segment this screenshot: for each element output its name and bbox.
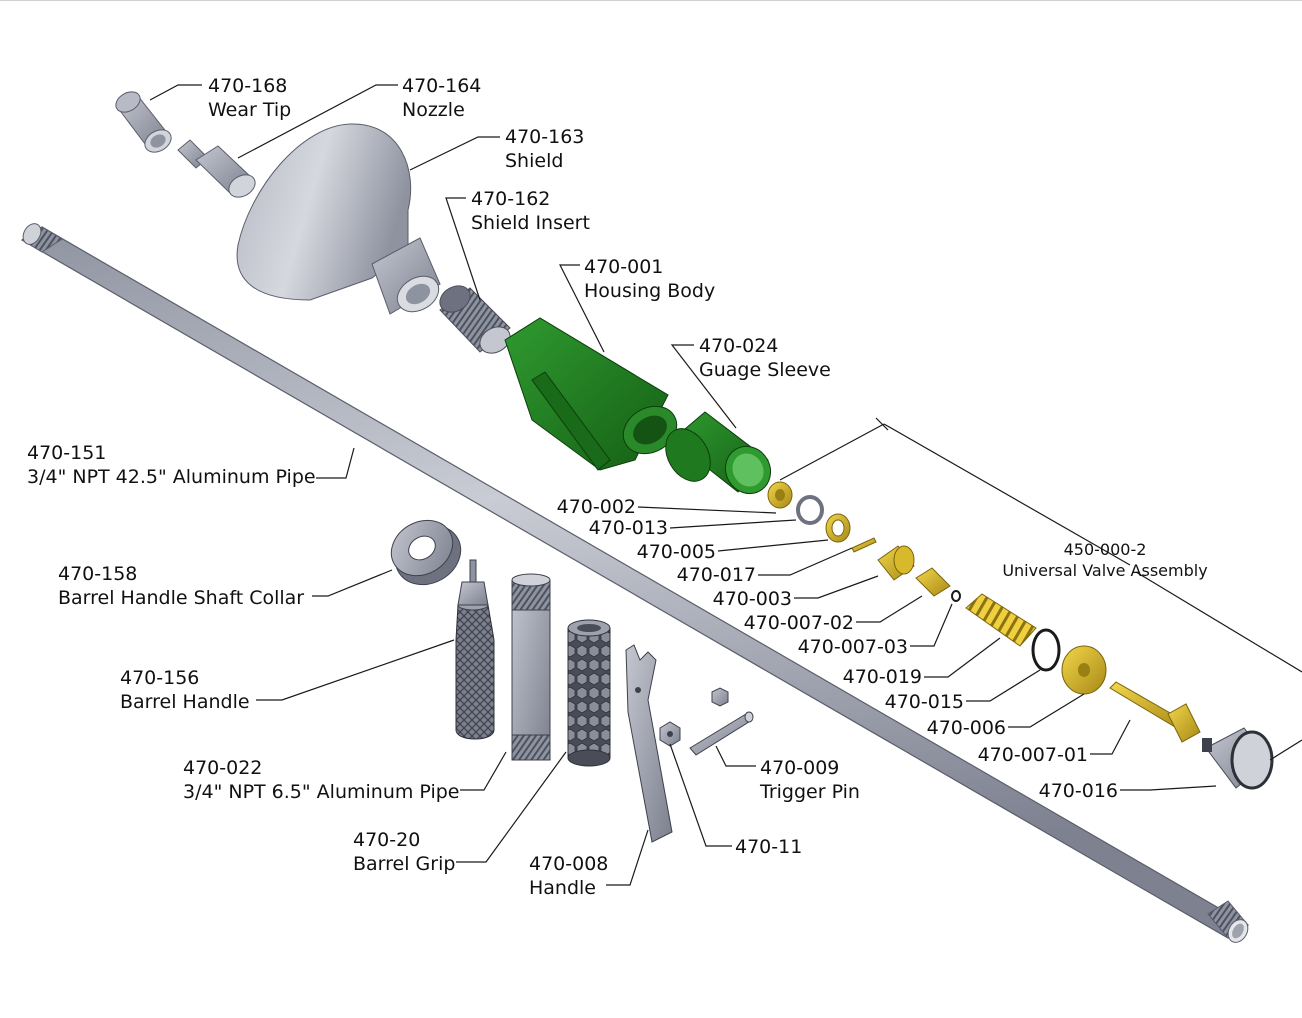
- part-name: 3/4" NPT 42.5" Aluminum Pipe: [27, 466, 316, 488]
- label-450-000-2: 450-000-2 Universal Valve Assembly: [994, 539, 1216, 581]
- label-470-024: 470-024 Guage Sleeve: [699, 334, 831, 382]
- part-number: 470-156: [120, 667, 200, 689]
- part-number: 470-008: [529, 853, 609, 875]
- label-470-005: 470-005: [610, 540, 716, 564]
- label-470-009: 470-009 Trigger Pin: [760, 756, 860, 804]
- label-470-016: 470-016: [1012, 779, 1118, 803]
- label-470-001: 470-001 Housing Body: [584, 255, 715, 303]
- shield-insert-470-162: [439, 285, 511, 354]
- top-border: [0, 0, 1302, 1]
- guage-sleeve-470-024: [665, 411, 772, 495]
- part-number: 450-000-2: [1063, 540, 1147, 559]
- valve-parts: [767, 481, 1274, 790]
- part-470-007-02-shape: [915, 567, 951, 597]
- part-number: 470-158: [58, 563, 138, 585]
- part-number: 470-007-02: [743, 612, 854, 634]
- part-number: 470-001: [584, 256, 664, 278]
- handle-470-008: [625, 644, 673, 843]
- shaft-collar-470-158: [390, 519, 462, 586]
- nozzle-470-164: [177, 139, 256, 198]
- part-name: Universal Valve Assembly: [1002, 561, 1208, 580]
- part-number: 470-007-01: [977, 744, 1088, 766]
- part-number: 470-164: [402, 75, 482, 97]
- label-470-20: 470-20 Barrel Grip: [353, 828, 455, 876]
- label-470-008: 470-008 Handle: [529, 852, 608, 900]
- part-number: 470-007-03: [797, 636, 908, 658]
- barrel-handle-470-156: [455, 559, 495, 740]
- part-name: Wear Tip: [208, 99, 292, 121]
- part-number: 470-168: [208, 75, 288, 97]
- label-470-013: 470-013: [562, 516, 668, 540]
- part-number: 470-003: [712, 588, 792, 610]
- shield-470-163: [236, 123, 441, 315]
- part-name: Handle: [529, 877, 597, 899]
- part-number: 470-20: [353, 829, 421, 851]
- label-470-162: 470-162 Shield Insert: [471, 187, 590, 235]
- part-470-019-shape: [965, 593, 1037, 647]
- label-470-163: 470-163 Shield: [505, 125, 584, 173]
- part-name: Barrel Handle: [120, 691, 250, 713]
- housing-body-470-001: [504, 317, 678, 471]
- part-number: 470-163: [505, 126, 585, 148]
- part-number: 470-005: [636, 541, 716, 563]
- label-470-006: 470-006: [900, 716, 1006, 740]
- leader-lines: [149, 84, 1302, 886]
- part-number: 470-006: [926, 717, 1006, 739]
- part-name: Barrel Grip: [353, 853, 456, 875]
- part-number: 470-024: [699, 335, 779, 357]
- label-470-002: 470-002: [530, 495, 636, 519]
- label-470-007-01: 470-007-01: [954, 743, 1088, 767]
- label-470-156: 470-156 Barrel Handle: [120, 666, 250, 714]
- aluminum-pipe-470-151: [20, 223, 1250, 943]
- part-number: 470-11: [735, 836, 803, 858]
- label-470-017: 470-017: [650, 563, 756, 587]
- part-470-007-03-shape: [951, 590, 961, 602]
- part-number: 470-002: [556, 496, 636, 518]
- part-470-017-shape: [851, 537, 877, 553]
- nut-470-11: [659, 687, 729, 747]
- part-name: Shield Insert: [471, 212, 590, 234]
- part-number: 470-151: [27, 442, 107, 464]
- label-470-151: 470-151 3/4" NPT 42.5" Aluminum Pipe: [27, 441, 316, 489]
- part-number: 470-009: [760, 757, 840, 779]
- part-name: Nozzle: [402, 99, 465, 121]
- part-name: Barrel Handle Shaft Collar: [58, 587, 305, 609]
- label-470-164: 470-164 Nozzle: [402, 74, 481, 122]
- part-number: 470-015: [884, 691, 964, 713]
- wear-tip-470-168: [115, 91, 172, 153]
- short-pipe-470-022: [511, 573, 551, 761]
- part-name: 3/4" NPT 6.5" Aluminum Pipe: [183, 781, 460, 803]
- part-name: Housing Body: [584, 280, 716, 302]
- label-470-022: 470-022 3/4" NPT 6.5" Aluminum Pipe: [183, 756, 459, 804]
- part-number: 470-013: [588, 517, 668, 539]
- part-name: Guage Sleeve: [699, 359, 831, 381]
- trigger-pin-470-009: [689, 711, 754, 756]
- label-470-019: 470-019: [816, 665, 922, 689]
- label-470-007-02: 470-007-02: [720, 611, 854, 635]
- part-number: 470-016: [1038, 780, 1118, 802]
- label-470-168: 470-168 Wear Tip: [208, 74, 291, 122]
- label-470-11: 470-11: [735, 835, 802, 859]
- part-number: 470-022: [183, 757, 263, 779]
- label-470-158: 470-158 Barrel Handle Shaft Collar: [58, 562, 304, 610]
- part-number: 470-017: [676, 564, 756, 586]
- part-470-015-shape: [1031, 628, 1061, 672]
- part-name: Shield: [505, 150, 564, 172]
- part-number: 470-162: [471, 188, 551, 210]
- part-number: 470-019: [842, 666, 922, 688]
- part-name: Trigger Pin: [760, 781, 860, 803]
- part-470-013-shape: [796, 495, 824, 525]
- label-470-003: 470-003: [686, 587, 792, 611]
- barrel-grip-470-20: [567, 619, 611, 767]
- label-470-007-03: 470-007-03: [774, 635, 908, 659]
- label-470-015: 470-015: [858, 690, 964, 714]
